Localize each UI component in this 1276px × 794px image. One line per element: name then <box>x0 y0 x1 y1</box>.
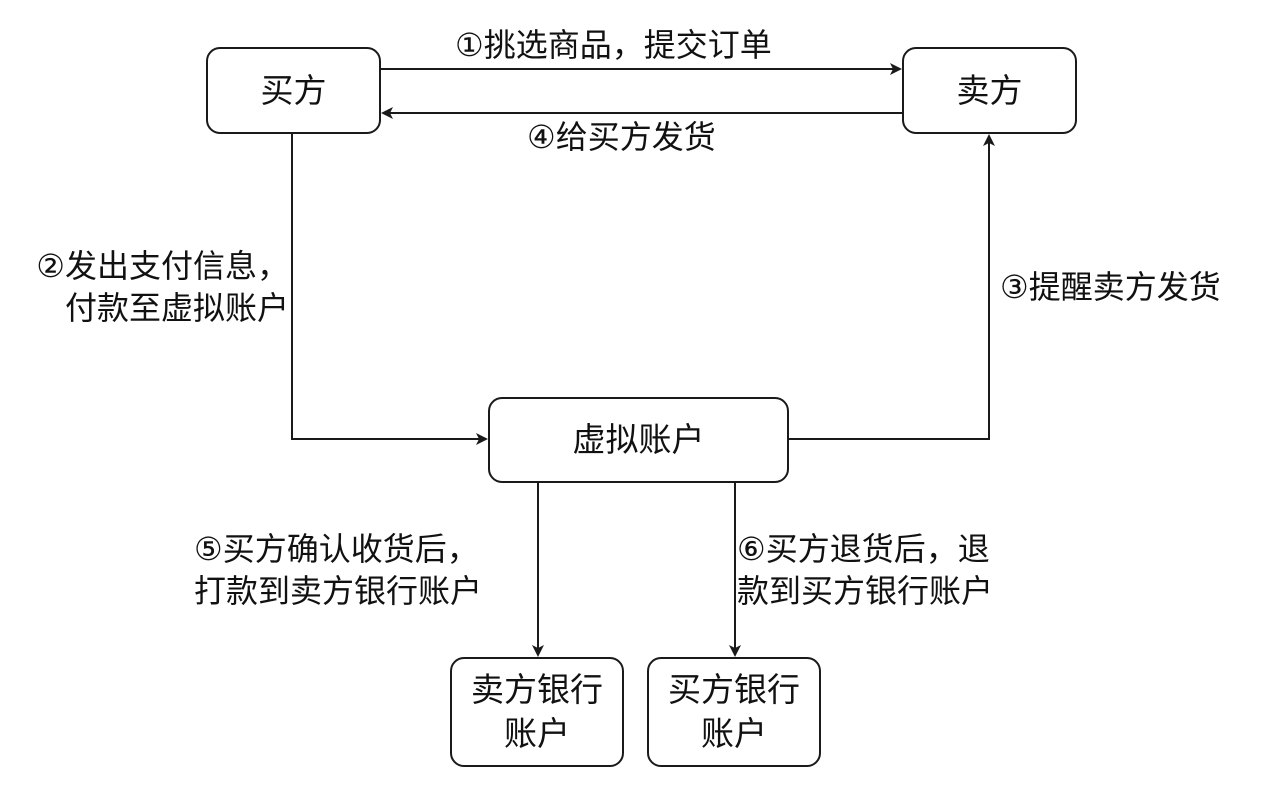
edge-label-step1: ①挑选商品，提交订单 <box>455 26 772 64</box>
node-seller: 卖方 <box>902 47 1077 134</box>
node-seller-bank-label-line2: 账户 <box>504 714 570 753</box>
node-buyer-label: 买方 <box>260 70 327 110</box>
node-virtual-account: 虚拟账户 <box>488 397 789 483</box>
edge-label-step6-line1: ⑥买方退货后，退 <box>737 530 990 568</box>
edge-label-step6-line2: 款到买方银行账户 <box>737 572 994 610</box>
edge-label-step2-line1: ②发出支付信息， <box>36 247 289 285</box>
edge-virtual-account-to-seller <box>789 134 995 440</box>
edge-label-step2: ②发出支付信息， 付款至虚拟账户 <box>6 245 289 329</box>
edge-label-step5-line1: ⑤买方确认收货后， <box>194 530 479 568</box>
edge-label-step5: ⑤买方确认收货后， 打款到卖方银行账户 <box>194 528 482 612</box>
node-buyer-bank-label-line2: 账户 <box>701 714 767 753</box>
node-buyer-bank-label-line1: 买方银行 <box>668 670 800 709</box>
node-seller-bank-label-line1: 卖方银行 <box>471 670 603 709</box>
edge-label-step3: ③提醒卖方发货 <box>1000 268 1221 306</box>
edge-label-step2-line2: 付款至虚拟账户 <box>64 289 289 327</box>
node-buyer: 买方 <box>206 47 381 134</box>
edge-label-step4: ④给买方发货 <box>527 118 716 156</box>
edge-label-step6: ⑥买方退货后，退 款到买方银行账户 <box>737 528 993 612</box>
node-buyer-bank-account: 买方银行 账户 <box>647 657 821 767</box>
node-seller-label: 卖方 <box>956 70 1023 110</box>
node-virtual-account-label: 虚拟账户 <box>572 420 705 459</box>
edge-buyer-to-virtual-account <box>291 134 488 445</box>
node-seller-bank-account: 卖方银行 账户 <box>450 657 624 767</box>
edge-label-step5-line2: 打款到卖方银行账户 <box>194 572 483 610</box>
